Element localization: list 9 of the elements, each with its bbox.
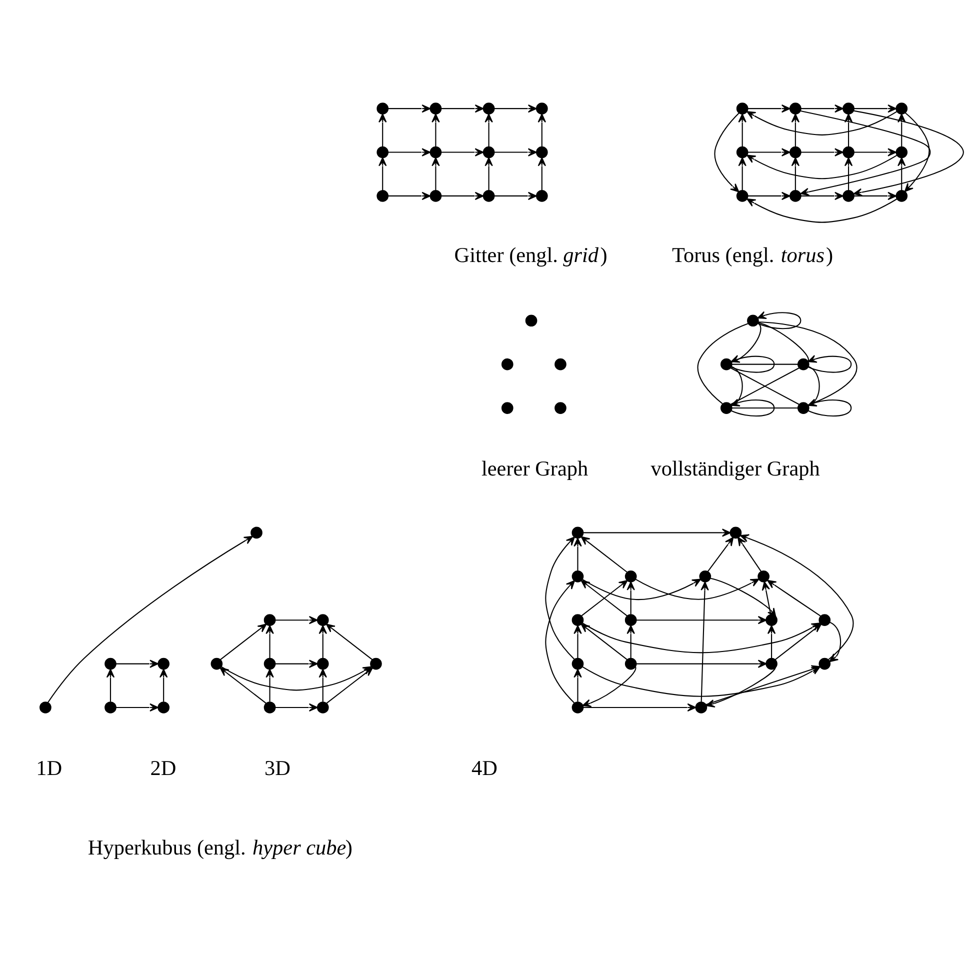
label: Torus (engl. torus) xyxy=(672,243,834,268)
label: leerer Graph xyxy=(482,456,588,480)
label: Hyperkubus (engl. hyper cube) xyxy=(88,836,353,860)
label: 1D xyxy=(36,756,62,780)
label: 4D xyxy=(472,756,498,780)
label: 2D xyxy=(150,756,176,780)
label: vollständiger Graph xyxy=(650,456,820,480)
label: 3D xyxy=(264,756,290,780)
label: Gitter (engl. grid) xyxy=(454,243,608,268)
